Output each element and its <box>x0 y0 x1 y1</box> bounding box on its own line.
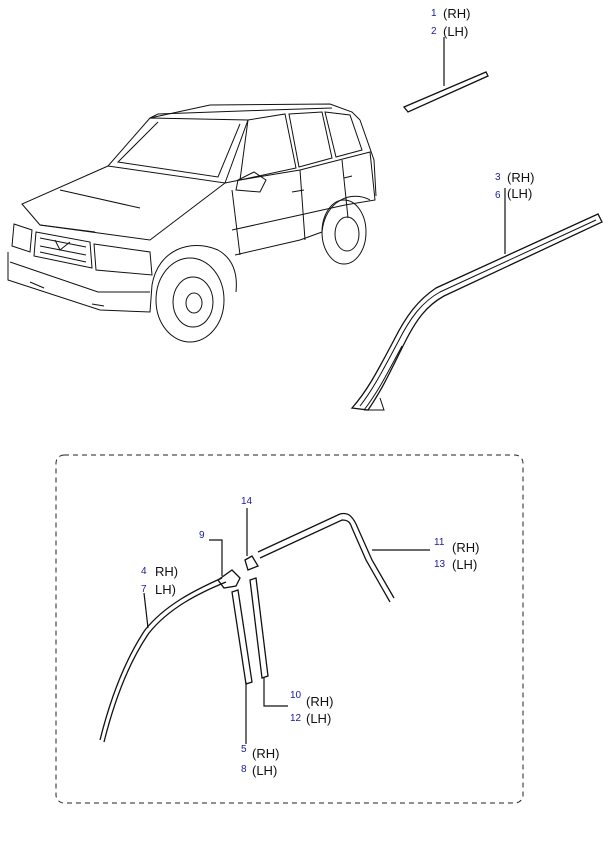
callout-4: 4 RH) <box>141 564 178 579</box>
side-label: (LH) <box>507 186 532 201</box>
part-number-label: 7 <box>141 584 147 595</box>
corner-piece-part <box>209 539 241 589</box>
part-number-label: 2 <box>431 26 437 37</box>
connector-piece-part <box>244 508 259 571</box>
part-number-label: 8 <box>241 764 247 775</box>
part-number-label: 1 <box>431 8 437 19</box>
part-number-label: 12 <box>290 713 302 724</box>
callout-6: 6 (LH) <box>495 186 532 201</box>
callout-7: 7 LH) <box>141 582 176 597</box>
side-label: (LH) <box>452 557 477 572</box>
callout-10: 10 (RH) <box>290 690 333 709</box>
callout-8: 8 (LH) <box>241 763 277 778</box>
side-label: RH) <box>155 564 178 579</box>
side-label: (RH) <box>507 170 534 185</box>
pillar-moulding-part <box>350 188 603 411</box>
part-number-label: 3 <box>495 172 501 183</box>
part-number-label: 9 <box>199 530 205 541</box>
callout-13: 13 (LH) <box>434 557 477 572</box>
part-number-label: 10 <box>290 690 302 701</box>
part-number-label: 5 <box>241 744 247 755</box>
part-number-label: 11 <box>434 537 445 548</box>
part-number-label: 6 <box>495 190 501 201</box>
side-label: (RH) <box>252 746 279 761</box>
callout-1: 1 (RH) <box>431 6 470 21</box>
callout-14: 14 <box>241 496 253 507</box>
vehicle-illustration <box>7 103 377 343</box>
roof-moulding-part <box>402 37 489 113</box>
callout-11: 11 (RH) <box>434 537 479 555</box>
side-label: (LH) <box>252 763 277 778</box>
part-number-label: 4 <box>141 566 147 577</box>
front-door-moulding-part <box>99 577 227 743</box>
side-label: (LH) <box>306 711 331 726</box>
rear-door-moulding-part <box>257 512 430 603</box>
callout-2: 2 (LH) <box>431 24 468 39</box>
rear-door-channel-part <box>249 577 288 707</box>
callout-12: 12 (LH) <box>290 711 331 726</box>
part-number-label: 13 <box>434 559 446 570</box>
part-number-label: 14 <box>241 496 253 507</box>
callout-9: 9 <box>199 530 205 541</box>
side-label: LH) <box>155 582 176 597</box>
side-label: (LH) <box>443 24 468 39</box>
callout-3: 3 (RH) <box>495 170 534 185</box>
side-label: (RH) <box>306 694 333 709</box>
side-label: (RH) <box>443 6 470 21</box>
callout-5: 5 (RH) <box>241 744 279 761</box>
side-label: (RH) <box>452 540 479 555</box>
front-door-channel-part <box>231 589 253 744</box>
detail-inset-frame <box>55 454 524 804</box>
